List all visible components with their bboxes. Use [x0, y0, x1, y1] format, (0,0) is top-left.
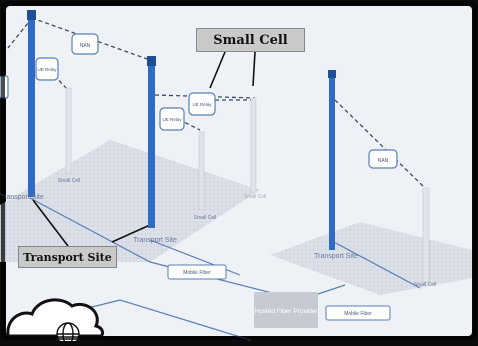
small-cell-label-1: Small Cell — [58, 178, 81, 184]
relay-box-1 — [35, 57, 59, 81]
fiber-box-2 — [325, 305, 391, 321]
site-label-3: Transport Site — [314, 253, 358, 260]
relay-box-2 — [159, 107, 185, 131]
transport-site-pole-center — [147, 56, 156, 228]
cloud-icon — [6, 298, 105, 338]
small-cell-label-4: Small Cell — [414, 282, 437, 288]
site-label-2: Transport Site — [133, 237, 177, 244]
nan-box-1 — [71, 33, 99, 55]
transport-site-pole-right — [328, 70, 336, 250]
fiber-label-1: Mobile Fiber — [183, 270, 211, 276]
relay-label-3: UE Relay — [192, 102, 212, 107]
node-boxes — [0, 33, 398, 169]
hosted-fiber-label: Hosted Fiber Provider — [254, 308, 318, 315]
transport-site-pole-left — [27, 10, 36, 197]
relay-label-1: UE Relay — [37, 67, 57, 72]
site-label-1: Transport Site — [0, 194, 44, 201]
callout-leaders — [32, 51, 256, 247]
nan-box-2 — [368, 149, 398, 169]
fiber-label-2: Mobile Fiber — [344, 311, 372, 317]
small-cell-callout: Small Cell — [196, 28, 305, 52]
small-cell-label-3: Small Cell — [244, 194, 267, 200]
relay-label-2: UE Relay — [162, 117, 182, 122]
ground-plane-left — [0, 140, 260, 262]
small-cell-label-2: Small Cell — [194, 215, 217, 221]
small-cell-poles — [65, 87, 430, 283]
nan-label-2: NAN — [378, 158, 389, 164]
nan-label-1: NAN — [80, 43, 91, 49]
transport-site-callout: Transport Site — [18, 246, 117, 268]
ground-plane-right — [270, 222, 472, 295]
relay-box-3 — [188, 92, 216, 116]
fiber-box-1 — [167, 264, 227, 280]
hosted-fiber-box — [254, 292, 318, 328]
